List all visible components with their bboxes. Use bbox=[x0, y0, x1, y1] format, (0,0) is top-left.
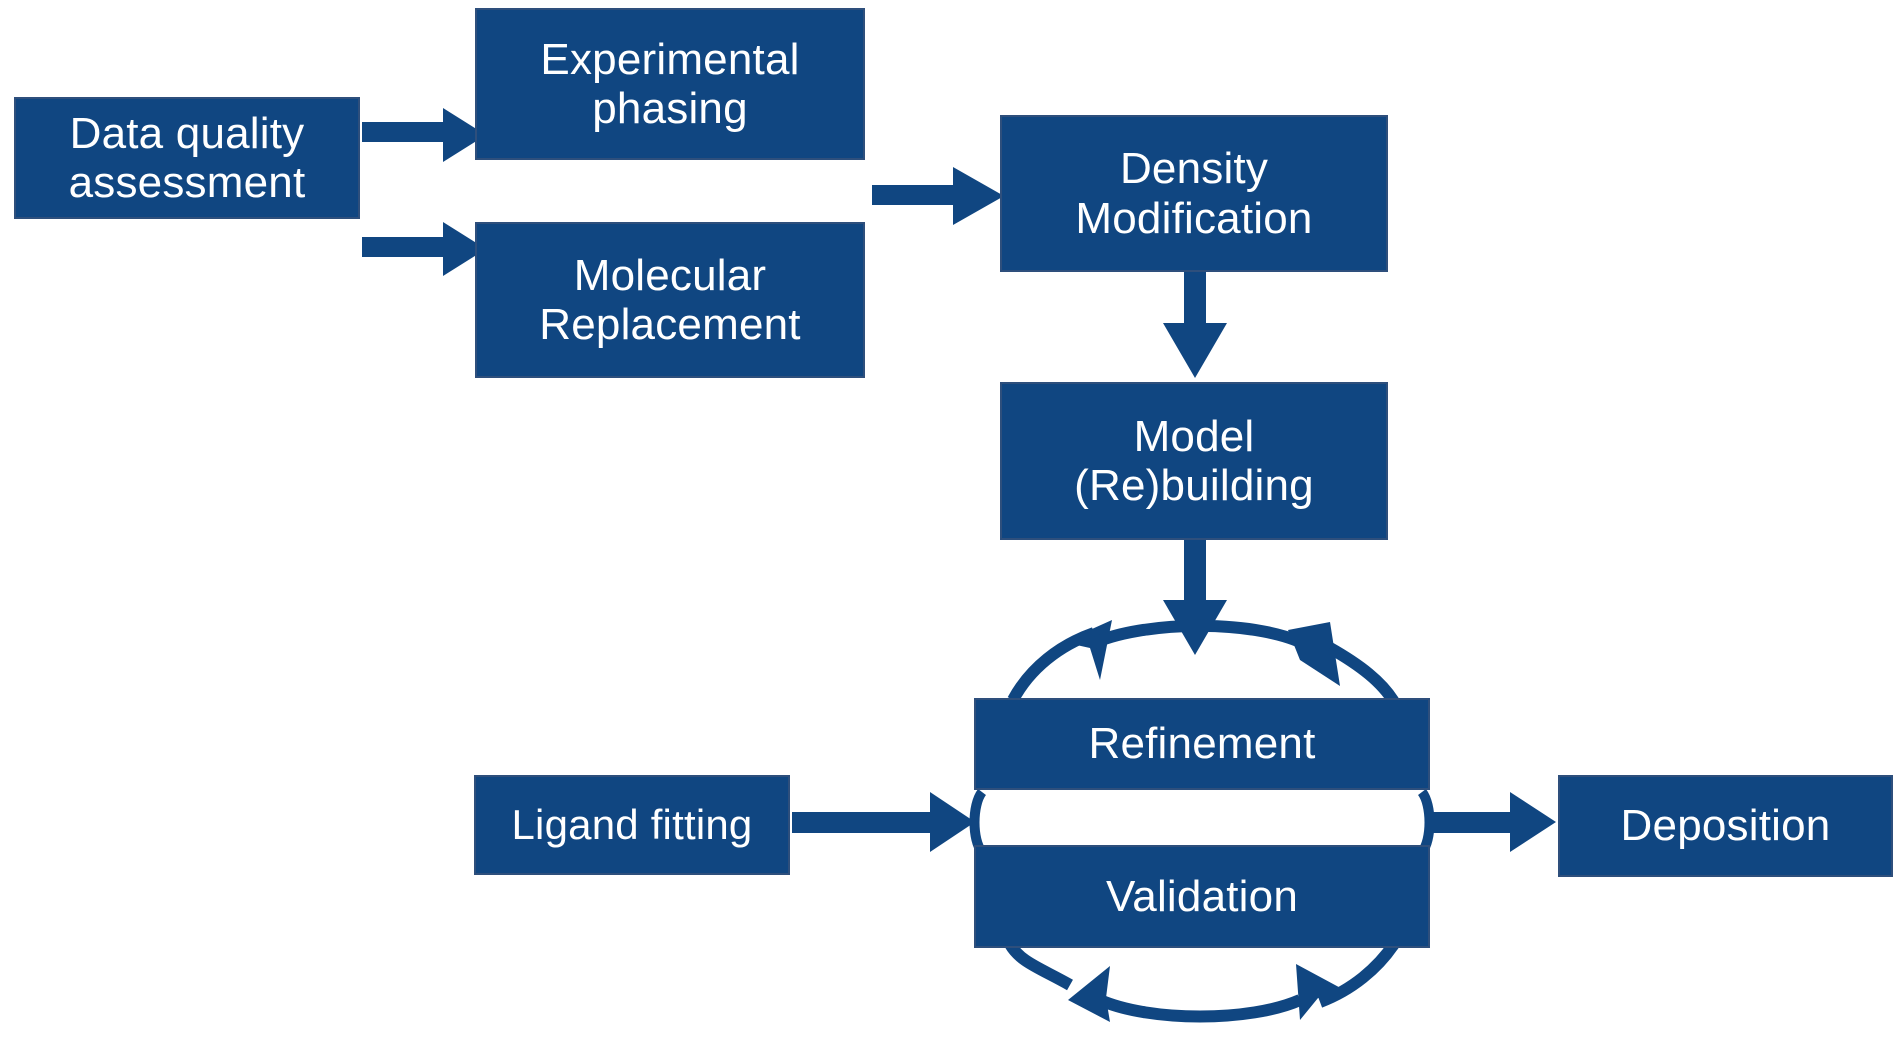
arrow-phasing-to-density bbox=[872, 167, 1004, 225]
node-validation[interactable]: Validation bbox=[974, 845, 1430, 948]
node-label: Deposition bbox=[1620, 801, 1831, 851]
node-label: Experimental phasing bbox=[540, 34, 800, 133]
arrow-data-quality-to-experimental bbox=[362, 108, 486, 162]
node-deposition[interactable]: Deposition bbox=[1558, 775, 1893, 877]
arrow-model-to-refinement bbox=[1163, 540, 1227, 655]
node-density-modification[interactable]: Density Modification bbox=[1000, 115, 1388, 272]
node-label: Density Modification bbox=[1075, 144, 1313, 243]
arrow-ligand-to-cycle bbox=[792, 792, 975, 852]
cycle-arc-top-right bbox=[1087, 619, 1340, 686]
cycle-arc-bottom-left-tail bbox=[1004, 940, 1073, 991]
node-label: Data quality assessment bbox=[68, 108, 306, 207]
node-label: Ligand fitting bbox=[511, 801, 753, 849]
node-refinement[interactable]: Refinement bbox=[974, 698, 1430, 790]
cycle-side-walls bbox=[969, 788, 1435, 856]
node-data-quality-assessment[interactable]: Data quality assessment bbox=[14, 97, 360, 219]
cycle-arc-top-right-tail bbox=[1327, 642, 1400, 706]
arrow-density-to-model bbox=[1163, 272, 1227, 378]
node-experimental-phasing[interactable]: Experimental phasing bbox=[475, 8, 865, 160]
arrow-cycle-to-deposition bbox=[1430, 792, 1556, 852]
cycle-arc-bottom-right bbox=[1296, 940, 1399, 1020]
node-model-rebuilding[interactable]: Model (Re)building bbox=[1000, 382, 1388, 540]
node-label: Validation bbox=[1106, 871, 1298, 921]
cycle-arc-top-left bbox=[1007, 620, 1112, 703]
node-molecular-replacement[interactable]: Molecular Replacement bbox=[475, 222, 865, 378]
node-label: Refinement bbox=[1088, 719, 1316, 769]
node-ligand-fitting[interactable]: Ligand fitting bbox=[474, 775, 790, 875]
cycle-arc-bottom-left bbox=[1068, 966, 1303, 1023]
node-label: Model (Re)building bbox=[1074, 411, 1314, 510]
node-label: Molecular Replacement bbox=[539, 250, 801, 349]
arrow-data-quality-to-molecular bbox=[362, 222, 486, 276]
